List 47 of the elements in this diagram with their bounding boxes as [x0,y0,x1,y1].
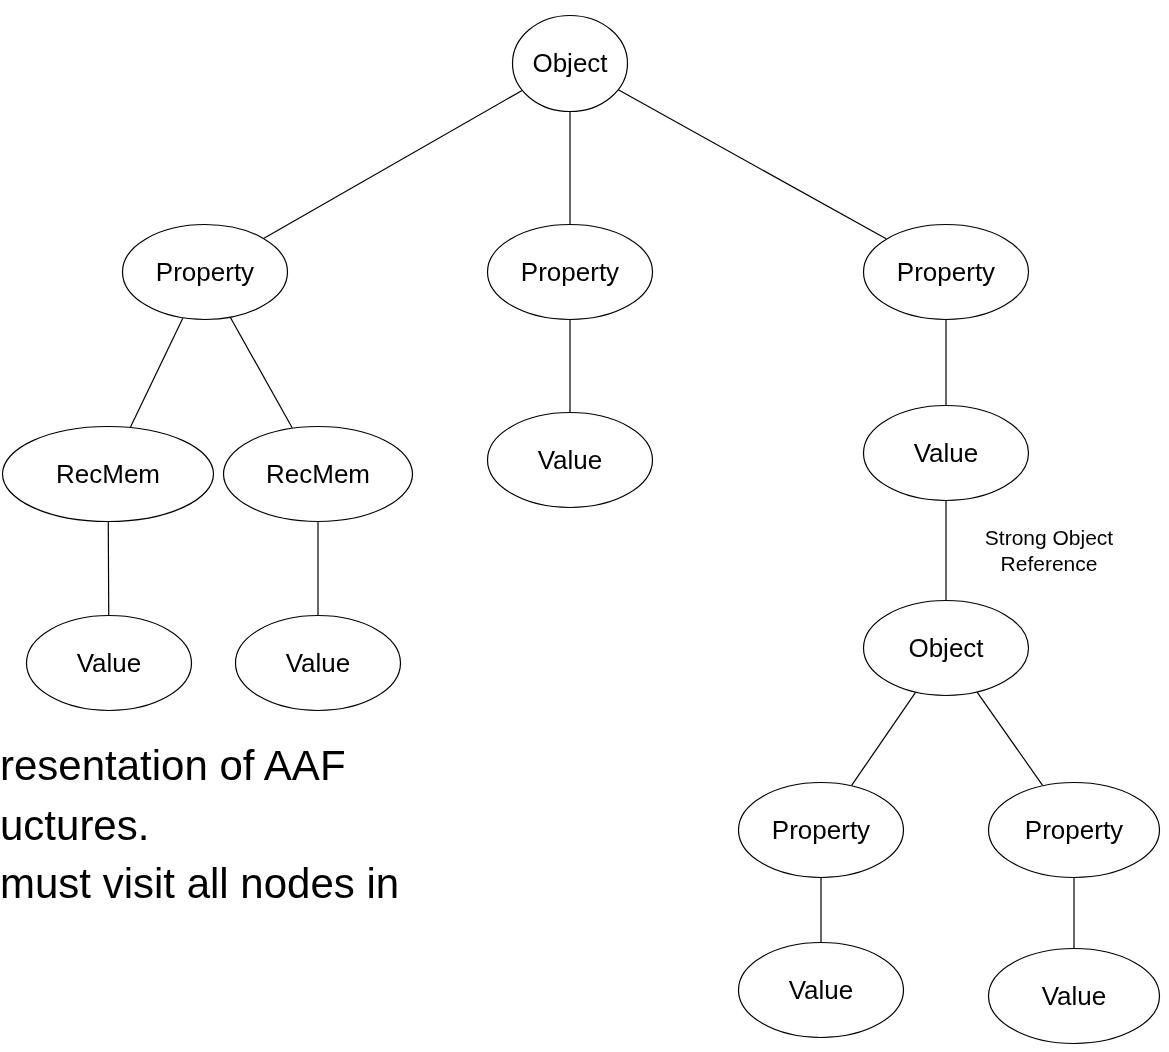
node-label: Value [913,437,979,469]
ellipse-node [487,224,653,320]
connector-line [263,89,523,239]
connector-line [617,89,887,240]
connector-line [820,877,822,943]
connector-line [945,500,947,601]
node-label: Value [788,974,854,1006]
node-label: Value [285,647,351,679]
ellipse-node [223,426,413,522]
connector-line [229,317,293,429]
node-label: Value [1041,980,1107,1012]
ellipse-node [122,224,288,320]
connector-line [317,521,319,616]
ellipse-node [2,426,214,522]
ellipse-node [988,782,1160,878]
node-label: Property [155,256,255,288]
ellipse-node [863,224,1029,320]
body-text: uctures. [0,805,150,847]
connector-line [107,521,110,616]
node-label: Object [532,47,608,79]
node-label: Property [771,814,871,846]
ellipse-node [863,600,1029,696]
ellipse-node [512,14,628,112]
node-label: Property [896,256,996,288]
connector-line [976,691,1044,786]
ellipse-node [988,948,1160,1044]
ellipse-node [738,942,904,1038]
connector-line [1073,877,1075,949]
node-label: Property [520,256,620,288]
ellipse-node [26,615,192,711]
body-text: must visit all nodes in [0,863,400,905]
node-label: RecMem [266,458,370,490]
node-label: Object [908,632,984,664]
body-text: resentation of AAF [0,745,346,787]
node-label: Value [537,444,603,476]
ellipse-node [863,405,1029,501]
ellipse-node [235,615,401,711]
node-label: Property [1024,814,1124,846]
ellipse-node [738,782,904,878]
node-label: RecMem [56,458,160,490]
connector-line [569,110,571,225]
ellipse-node [487,412,653,508]
node-label: Value [76,647,142,679]
connector-line [945,319,947,406]
connector-line [851,692,916,786]
connector-line [129,317,184,428]
connector-line [569,319,571,413]
